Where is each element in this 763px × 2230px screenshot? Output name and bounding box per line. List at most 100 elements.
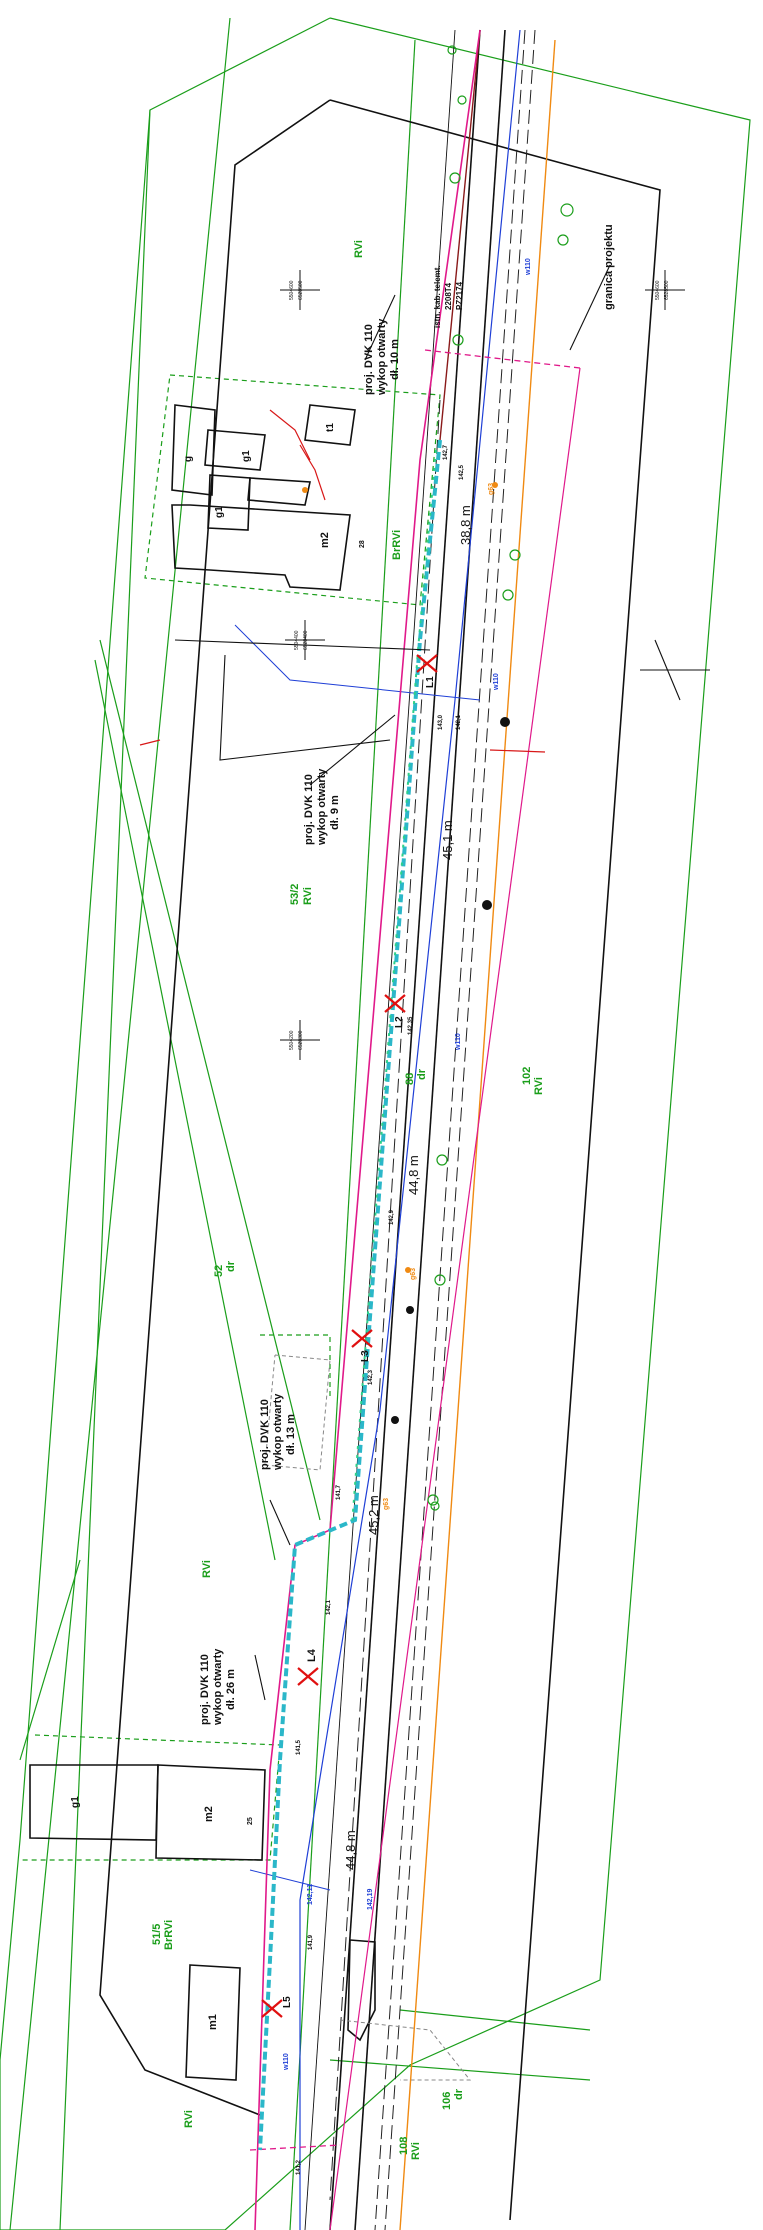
building-label-g1-b: g1: [214, 506, 225, 518]
well-label-L2: L2: [394, 1016, 405, 1028]
height-label-12: 141,2: [296, 2159, 302, 2175]
granica-projektu-label: granica projektu: [603, 224, 615, 310]
building-label-t1: t1: [325, 423, 336, 432]
height-label-3: 143,0: [438, 714, 444, 730]
coord-label-3: 5504400: [294, 630, 300, 650]
annotation-dvk-3-line1: proj. DVK 110: [259, 1399, 271, 1470]
height-label-5: 142,35: [408, 1016, 414, 1035]
service-connections: [139, 409, 546, 753]
coordinate-labels: 5504600 6528500 5504600 6528500 5504400 …: [289, 280, 670, 1050]
gas-markers: [302, 482, 498, 1273]
existing-cable-label: istn. kab. telemt.: [433, 265, 442, 328]
well-marker-L5: [261, 1999, 283, 2018]
water-label-1: w110: [525, 258, 532, 276]
annotation-dvk-3: proj. DVK 110 wykop otwarty dł. 13 m: [259, 1393, 297, 1471]
building-label-m1: m1: [207, 2014, 219, 2030]
poles: [391, 717, 510, 1424]
existing-cable-number-b: PZ2174: [455, 281, 464, 310]
parcel-label-515-class: BrRVi: [163, 1920, 175, 1950]
parcel-label-515: 51/5: [151, 1924, 163, 1945]
water-branch-2: [249, 1869, 331, 1891]
dashed-parcel-lines: [22, 374, 441, 1861]
well-marker-L1: [416, 654, 438, 673]
annotation-dvk-4-line1: proj. DVK 110: [199, 1654, 211, 1725]
building-label-25: 25: [247, 1817, 254, 1825]
height-label-6: 142,9: [389, 1209, 395, 1225]
height-label-1: 142,7: [443, 444, 449, 460]
coord-label-3b: 6528400: [303, 630, 309, 650]
well-marker-L3: [351, 1329, 373, 1348]
water-label-4: w110: [283, 2053, 290, 2071]
annotation-dvk-3-line2: wykop otwarty: [272, 1393, 284, 1471]
parcel-label-532-class: RVi: [302, 887, 314, 905]
parcel-label-rvi-mid: RVi: [201, 1560, 213, 1578]
annotation-dvk-4: proj. DVK 110 wykop otwarty dł. 26 m: [199, 1648, 237, 1726]
height-labels: 142,7 142,5 143,0 142,1 142,35 142,9 142…: [296, 444, 465, 2175]
building-label-g: g: [183, 456, 194, 462]
road-dashed-lines: [329, 29, 536, 2230]
parcel-label-52: 52: [213, 1265, 225, 1277]
parcel-label-102: 102: [521, 1067, 533, 1085]
parcel-labels: RVi 53/2 RVi 52 dr RVi 51/5 BrRVi RVi 10…: [151, 240, 545, 2160]
building-label-m2-top: m2: [319, 532, 331, 548]
distance-label-1: 38,8 m: [458, 505, 473, 545]
water-line: [299, 29, 521, 2230]
well-markers: [261, 654, 438, 2018]
coord-label-1: 5504600: [289, 280, 295, 300]
fiber-line-right: [329, 367, 581, 2230]
parcel-label-rvi-top: RVi: [353, 240, 365, 258]
distance-label-5: 44,8 m: [343, 1830, 358, 1870]
project-boundary-top: [424, 349, 581, 369]
coord-label-1b: 6528500: [298, 280, 304, 300]
parcel-label-88: 88: [404, 1073, 416, 1085]
buildings: [29, 404, 376, 2081]
height-label-10: 141,5: [296, 1739, 302, 1755]
water-num-1: 142,11: [307, 1884, 314, 1905]
road-outlines: [99, 29, 661, 2230]
distance-labels: 38,8 m 45,1 m 44,8 m 45,2 m 44,8 m: [343, 505, 473, 1870]
parcel-label-106-class: dr: [453, 2088, 465, 2100]
gas-label-3: g63: [383, 1498, 390, 1510]
height-label-9: 142,1: [326, 1599, 332, 1615]
annotation-dvk-4-line2: wykop otwarty: [212, 1648, 224, 1726]
annotation-dvk-1-line1: proj. DVK 110: [363, 324, 375, 395]
well-label-L5: L5: [282, 1996, 293, 2008]
well-label-L4: L4: [306, 1648, 318, 1662]
well-labels: L1 L2 L3 L4 L5: [282, 676, 436, 2008]
distance-label-4: 45,2 m: [366, 1495, 381, 1535]
parcel-label-88-class: dr: [416, 1068, 428, 1080]
well-label-L1: L1: [425, 676, 436, 688]
building-label-g1-bottom: g1: [70, 1796, 81, 1808]
annotation-dvk-2-line2: wykop otwarty: [316, 768, 328, 846]
parcel-label-532: 53/2: [289, 884, 301, 905]
height-label-4: 142,1: [456, 714, 462, 730]
water-branch: [234, 624, 481, 701]
annotation-dvk-4-line3: dł. 26 m: [225, 1669, 237, 1710]
water-label-2: w110: [493, 673, 500, 691]
pavement-shapes: [264, 1354, 472, 2081]
building-label-g1-top: g1: [241, 450, 252, 462]
existing-cable-number-a: 2208T4: [444, 282, 453, 310]
water-num-2: 142,19: [367, 1888, 374, 1910]
parcel-label-rvi-bottom: RVi: [183, 2110, 195, 2128]
height-label-7: 142,3: [368, 1369, 374, 1385]
annotation-dvk-1-line2: wykop otwarty: [376, 318, 388, 396]
height-label-8: 141,7: [336, 1484, 342, 1500]
project-boundary-bottom: [249, 2144, 341, 2151]
gas-label-1: g63: [488, 483, 495, 495]
annotation-dvk-1: proj. DVK 110 wykop otwarty dł. 10 m: [363, 318, 401, 396]
coord-label-2: 5504600: [655, 280, 661, 300]
distance-label-2: 45,1 m: [440, 820, 455, 860]
gas-label-2: g63: [410, 1268, 417, 1280]
parcel-label-52-class: dr: [225, 1260, 237, 1272]
coord-label-4b: 6528300: [298, 1030, 304, 1050]
coord-label-4: 5504200: [289, 1030, 295, 1050]
parcel-label-brrvi-top: BrRVi: [391, 530, 403, 560]
annotation-dvk-1-line3: dł. 10 m: [389, 339, 401, 380]
well-marker-L4: [297, 1667, 319, 1686]
building-labels: g1 g g1 t1 m2 28 g1 m2 25 m1: [70, 423, 366, 2030]
parcel-label-108: 108: [398, 2137, 410, 2155]
parcel-label-108-class: RVi: [410, 2142, 422, 2160]
parcel-label-106: 106: [441, 2092, 453, 2110]
